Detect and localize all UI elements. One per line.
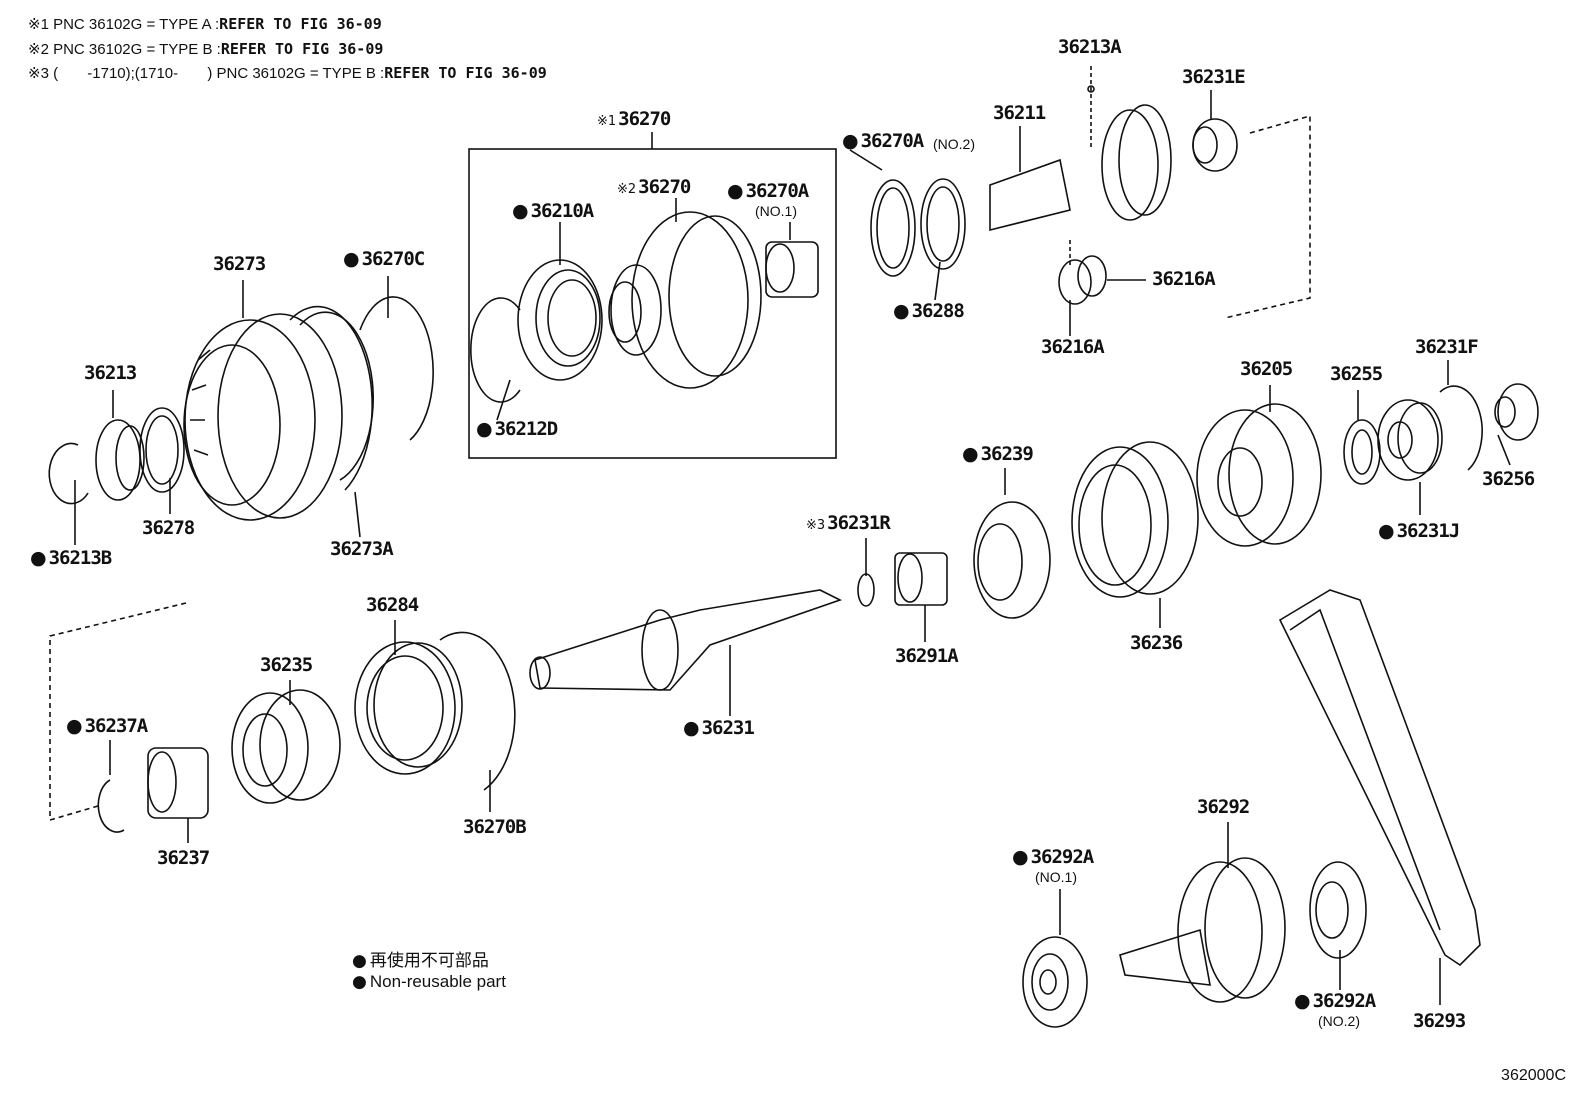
label-36231J: 36231J	[1378, 520, 1461, 542]
label-36270B: 36270B	[463, 816, 527, 838]
label-36211: 36211	[993, 102, 1046, 124]
synchro-36284	[354, 641, 463, 775]
note-1: ※1 PNC 36102G = TYPE A :REFER TO FIG 36-…	[28, 15, 382, 33]
label-36270A-no1: 36270A	[727, 180, 810, 202]
note-2: ※2 PNC 36102G = TYPE B :REFER TO FIG 36-…	[28, 40, 384, 58]
ring-36231R	[857, 573, 875, 607]
label-36273A: 36273A	[330, 538, 394, 560]
ring-36213	[95, 419, 145, 501]
label-no2: (NO.2)	[933, 136, 975, 152]
label-36212D: 36212D	[476, 418, 559, 440]
carrier-36270	[608, 211, 762, 389]
label-36216A-right: 36216A	[1152, 268, 1216, 290]
label-36213A: 36213A	[1058, 36, 1122, 58]
sprocket-36205	[1196, 403, 1322, 547]
washer-36288	[920, 178, 966, 270]
label-36213: 36213	[84, 362, 137, 384]
bearing-36292A-no1	[1022, 936, 1088, 1028]
ring-36237A	[97, 779, 125, 833]
label-36239: 36239	[962, 443, 1034, 465]
leader-lines	[49, 66, 1511, 1005]
gear-36273	[183, 313, 343, 521]
label-36231F: 36231F	[1415, 336, 1479, 358]
figure-code: 362000C	[1501, 1067, 1566, 1084]
label-36293: 36293	[1413, 1010, 1466, 1032]
label-36231E: 36231E	[1182, 66, 1246, 88]
label-36216A-bottom: 36216A	[1041, 336, 1105, 358]
shaft-36231	[529, 589, 843, 691]
label-no1-b: (NO.1)	[1035, 869, 1077, 885]
snap-36273A	[289, 305, 375, 491]
legend-en: Non-reusable part	[352, 972, 506, 992]
hub-36239	[973, 501, 1051, 619]
bushing-36256	[1494, 383, 1539, 441]
bearing-36210A	[517, 259, 603, 381]
sleeve-36236	[1071, 441, 1199, 598]
note-3: ※3 ( -1710);(1710- ) PNC 36102G = TYPE B…	[28, 64, 547, 82]
label-36291A: 36291A	[895, 645, 959, 667]
bearing-36231J	[1377, 399, 1443, 481]
ring-36212D	[470, 297, 521, 403]
spacer-36255	[1343, 419, 1381, 485]
chain-36293	[1278, 589, 1481, 967]
label-36284: 36284	[366, 594, 419, 616]
label-36288: 36288	[893, 300, 965, 322]
bearing-36292A-no2	[1309, 861, 1367, 959]
label-no1: (NO.1)	[755, 203, 797, 219]
bearing-36270A-no1	[765, 241, 819, 298]
snap-36270B	[439, 631, 516, 791]
label-36235: 36235	[260, 654, 313, 676]
label-36292A-no2: 36292A	[1294, 990, 1377, 1012]
label-36256: 36256	[1482, 468, 1535, 490]
legend-jp: 再使用不可部品	[352, 946, 489, 971]
snap-36231F	[1439, 385, 1483, 471]
label-36255: 36255	[1330, 363, 1383, 385]
label-36205: 36205	[1240, 358, 1293, 380]
label-36278: 36278	[142, 517, 195, 539]
shaft-36211	[989, 104, 1172, 232]
label-36213B: 36213B	[30, 547, 113, 569]
gear-36292	[1119, 857, 1286, 1003]
label-36292A-no1: 36292A	[1012, 846, 1095, 868]
hub-36235	[231, 689, 341, 804]
label-36231: 36231	[683, 717, 755, 739]
label-36273: 36273	[213, 253, 266, 275]
label-36210A: 36210A	[512, 200, 595, 222]
bearing-36231E	[1192, 118, 1238, 172]
label-36237A: 36237A	[66, 715, 149, 737]
label-36237: 36237	[157, 847, 210, 869]
washer-36270A-no2	[870, 179, 916, 277]
ring-36278	[139, 407, 185, 493]
label-no2-b: (NO.2)	[1318, 1013, 1360, 1029]
label-36236: 36236	[1130, 632, 1183, 654]
label-36270C: 36270C	[343, 248, 426, 270]
ring-36213B	[48, 442, 89, 505]
snap-36270C	[359, 296, 434, 441]
label-36292: 36292	[1197, 796, 1250, 818]
label-36270A-no2: 36270A	[842, 130, 925, 152]
rings-36216A	[1058, 255, 1107, 305]
bearing-36237	[147, 747, 209, 819]
bearing-36291A	[894, 552, 948, 606]
